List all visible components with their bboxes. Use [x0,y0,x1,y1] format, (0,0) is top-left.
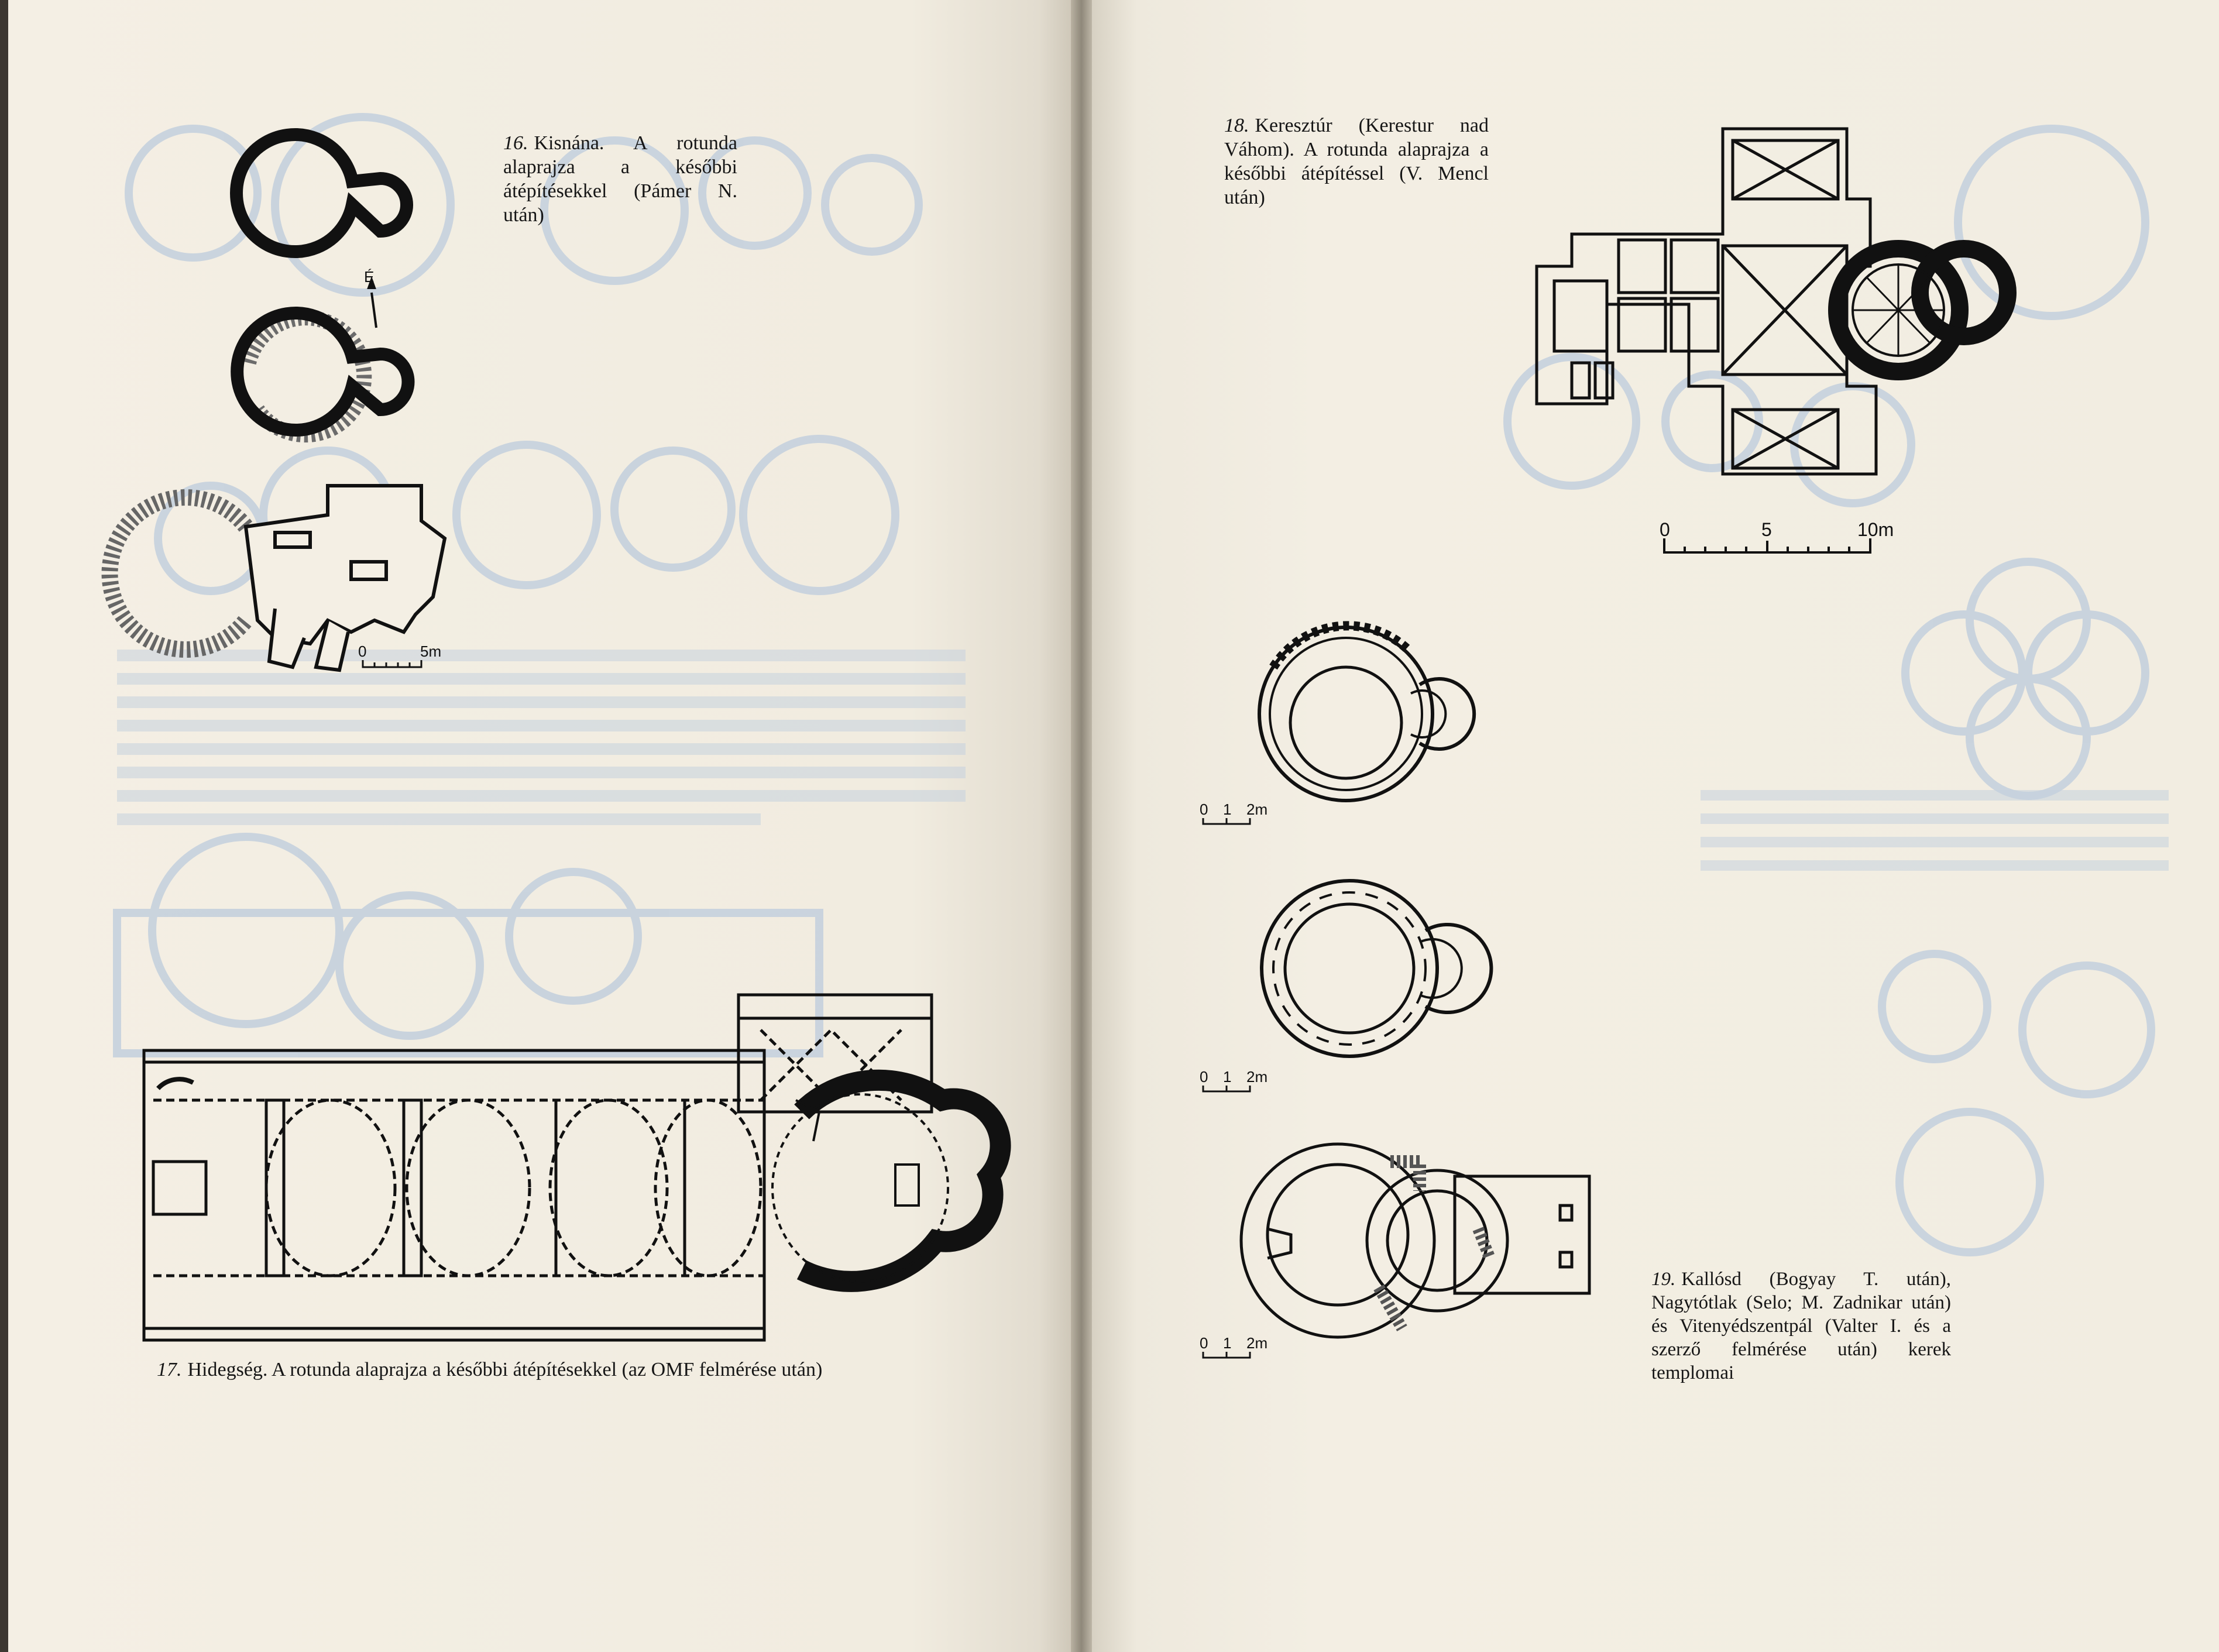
scale19c-zero: 0 [1200,1334,1208,1352]
caption-figure-17: 17.Hidegség. A rotunda alaprajza a későb… [157,1358,976,1382]
caption-figure-19: 19.Kallósd (Bogyay T. után), Nagytótlak … [1651,1268,1951,1385]
caption-18-text: Keresztúr (Kerestur nad Váhom). A rotund… [1224,115,1489,208]
caption-figure-16: 16.Kisnána. A rotunda alaprajza a később… [503,131,737,227]
scale19c-two: 2m [1246,1334,1267,1352]
caption-17-text: Hidegség. A rotunda alaprajza a későbbi … [187,1359,823,1380]
caption-17-number: 17. [157,1359,182,1380]
bleed-through-drawings-right [1503,125,2169,1256]
scale19c-one: 1 [1223,1334,1231,1352]
nagytotlak-plan [1260,879,1493,1058]
book-gutter [1071,0,1092,1652]
caption-19-number: 19. [1651,1269,1676,1290]
figure-17-plan [142,993,1011,1342]
caption-figure-18: 18.Keresztúr (Kerestur nad Váhom). A rot… [1224,114,1489,209]
north-arrow [367,276,377,328]
scale19a-one: 1 [1223,801,1231,818]
scale16-zero: 0 [358,643,366,660]
kisnana-plan-middle [231,307,415,443]
scale19b-two: 2m [1246,1068,1267,1086]
scale18-five: 5 [1761,519,1772,540]
scale19b-one: 1 [1223,1068,1231,1086]
scale19a-zero: 0 [1200,801,1208,818]
caption-19-text: Kallósd (Bogyay T. után), Nagytótlak (Se… [1651,1269,1951,1383]
scale18-zero: 0 [1660,519,1670,540]
kisnana-plan-top [230,128,413,258]
scale19b-zero: 0 [1200,1068,1208,1086]
figure-16-scale: 0 5m [358,643,441,668]
bleed-through-drawings [113,113,966,1057]
right-page: 18.Keresztúr (Kerestur nad Váhom). A rot… [1092,0,2219,1652]
kisnana-plan-bottom [101,484,447,672]
vitenyedszentpal-plan [1239,1142,1591,1339]
caption-16-number: 16. [503,132,528,154]
kallosd-plan [1258,621,1476,802]
figure-16-plans: É [101,128,447,672]
caption-18-number: 18. [1224,115,1249,136]
hidegseg-rotunda [794,1069,1011,1292]
figure-19-plans: 0 1 2m 0 1 2m 0 1 2m [1200,621,1591,1359]
caption-16-text: Kisnána. A rotunda alaprajza a későbbi á… [503,132,737,226]
scale18-ten: 10m [1857,519,1894,540]
figure-18-plan: 0 5 10m [1535,127,2017,554]
left-page: É 0 5m 16.Kisnána. A rotunda alap [0,0,1071,1652]
scan-edge [0,0,8,1652]
scale16-five: 5m [420,643,441,660]
scale19a-two: 2m [1246,801,1267,818]
north-label: É [364,268,374,286]
keresztur-rotunda [1828,240,2017,380]
